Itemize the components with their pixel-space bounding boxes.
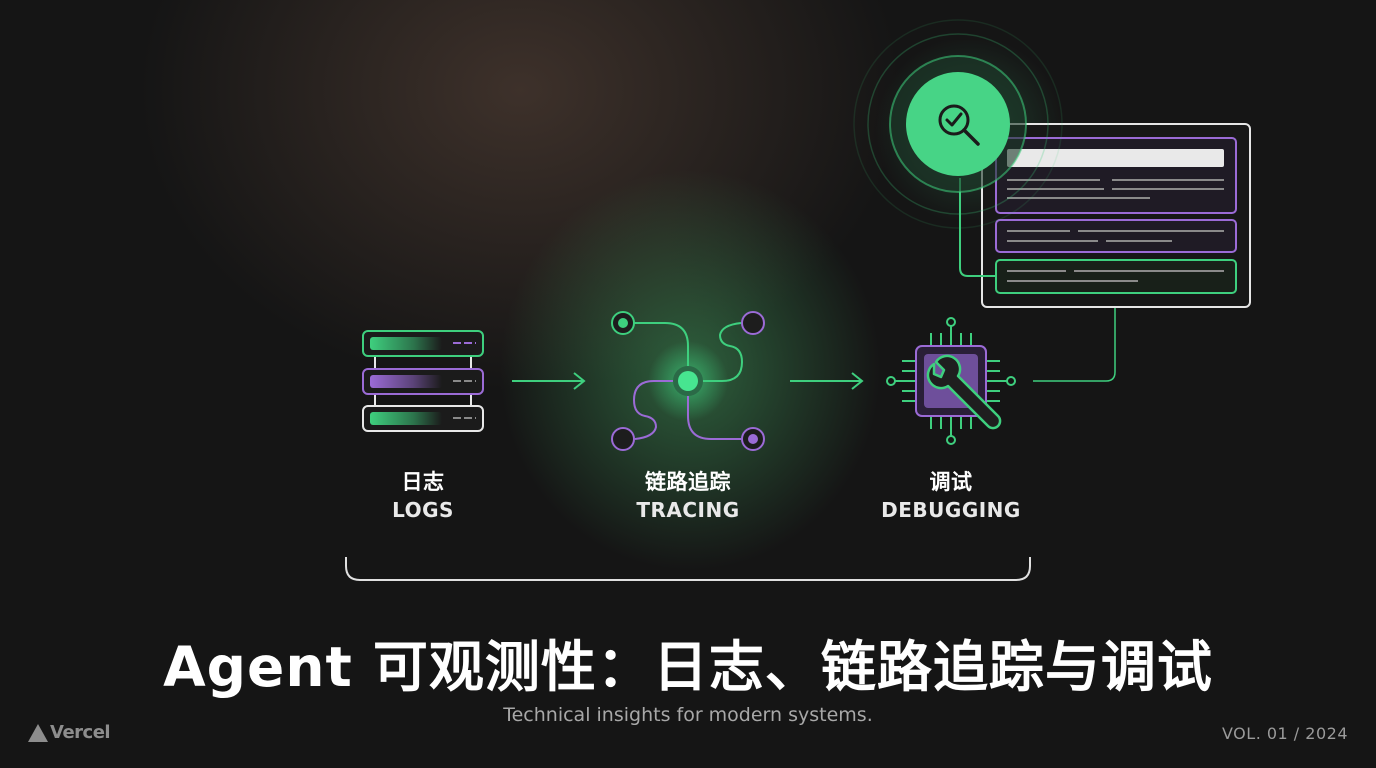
arrow-logs-to-tracing [512, 372, 586, 390]
stage-label-tracing: 链路追踪 TRACING [588, 468, 788, 524]
stage-label-debugging: 调试 DEBUGGING [851, 468, 1051, 524]
connector-debug-to-panel [1033, 307, 1116, 382]
trace-graph-icon [611, 311, 765, 451]
stage-label-logs: 日志 LOGS [343, 468, 503, 524]
search-check-icon [853, 19, 1063, 229]
stage-bracket [345, 557, 1031, 581]
dashboard-panel-icon [959, 123, 1251, 308]
stage-label-zh: 日志 [401, 470, 445, 494]
stage-label-zh: 链路追踪 [645, 470, 731, 494]
vercel-triangle-icon [28, 723, 48, 742]
arrow-tracing-to-debugging [790, 372, 864, 390]
page-title: Agent 可观测性：日志、链路追踪与调试 [163, 635, 1213, 699]
brand-logo: Vercel [28, 722, 111, 743]
log-stack-icon [362, 330, 484, 432]
brand-name: Vercel [50, 722, 111, 743]
stage-label-zh: 调试 [929, 470, 973, 494]
stage-label-en: TRACING [636, 498, 740, 522]
volume-label: VOL. 01 / 2024 [1222, 724, 1348, 743]
debug-chip-wrench-icon [886, 317, 1016, 445]
stage-label-en: LOGS [392, 498, 454, 522]
stage-label-en: DEBUGGING [881, 498, 1021, 522]
page-subtitle: Technical insights for modern systems. [503, 704, 873, 726]
